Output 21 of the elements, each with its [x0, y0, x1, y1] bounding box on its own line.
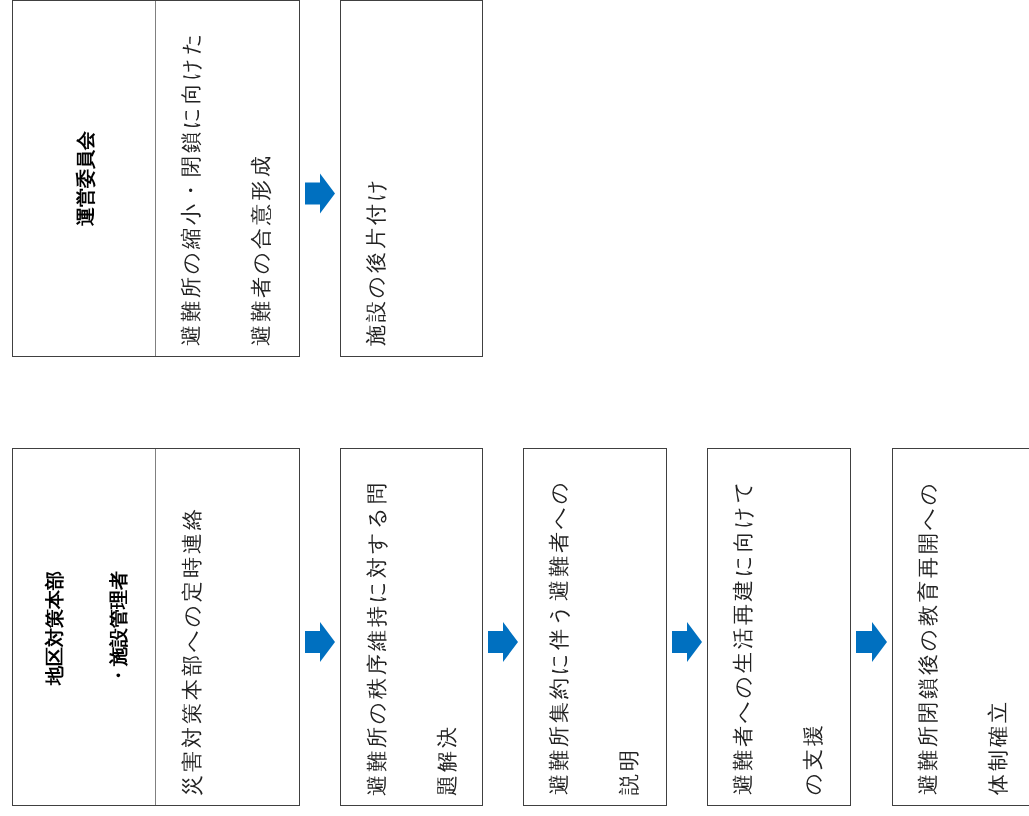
- process-box: [12, 448, 300, 806]
- role-heading: 地区対策本部・施設管理者: [40, 569, 129, 688]
- task-text: 避難所の秩序維持に対する問題解決: [363, 478, 459, 795]
- role-heading: 運営委員会: [72, 130, 97, 228]
- block-arrow: [856, 622, 887, 662]
- process-box: [12, 0, 300, 357]
- task-text: 避難所集約に伴う避難者への説明: [546, 478, 642, 795]
- process-box: [707, 448, 851, 806]
- block-arrow: [305, 173, 335, 214]
- task-text: 避難所閉鎖後の教育再開への体制確立: [915, 479, 1011, 795]
- process-box: [892, 448, 1029, 806]
- process-box: [340, 0, 483, 357]
- task-text: 災害対策本部への定時連絡: [178, 504, 204, 795]
- block-arrow: [305, 622, 335, 662]
- process-box: [340, 448, 483, 806]
- task-text: 避難所の縮小・閉鎖に向けた避難者の合意形成: [178, 29, 274, 346]
- block-arrow: [488, 622, 518, 662]
- block-arrow: [672, 622, 702, 662]
- process-box: [523, 448, 667, 806]
- task-text: 避難者への生活再建に向けての支援: [730, 477, 826, 795]
- task-text: 施設の後片付け: [363, 175, 389, 346]
